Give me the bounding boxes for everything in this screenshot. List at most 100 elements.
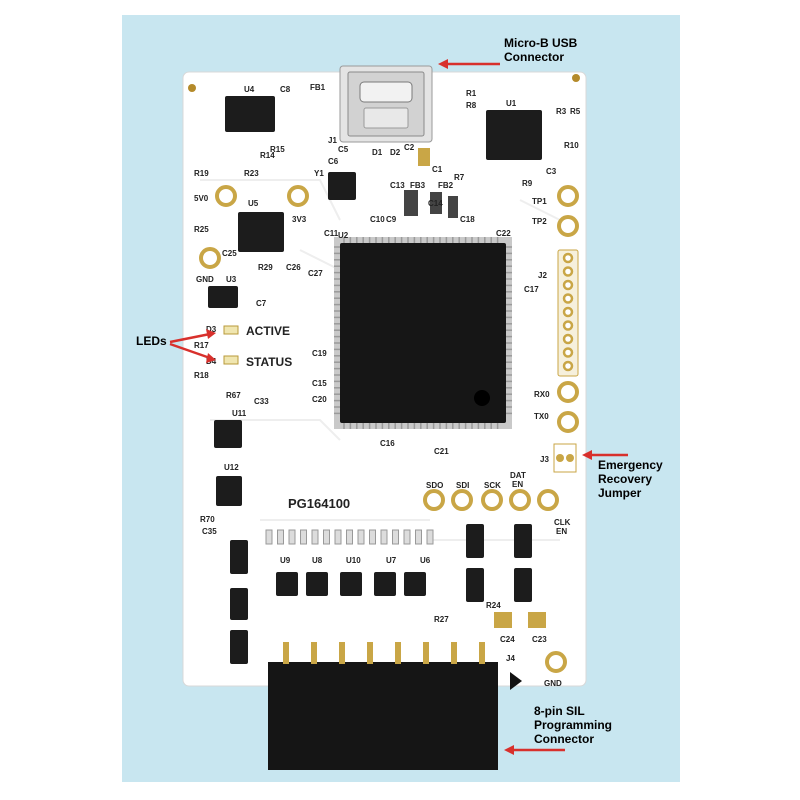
label-u8: U8: [312, 556, 323, 565]
label-j2: J2: [538, 271, 547, 280]
resistor: [311, 529, 319, 545]
chip-u9: [276, 572, 298, 596]
label-u9: U9: [280, 556, 291, 565]
label-c35: C35: [202, 527, 217, 536]
resistor: [392, 529, 399, 545]
j3-jumper: [553, 443, 577, 473]
programming-pin: [339, 642, 345, 664]
chip-u11: [214, 420, 242, 448]
test-pad: [509, 489, 531, 511]
label-c14: C14: [428, 199, 443, 208]
j2-pin: [562, 279, 574, 291]
label-c24: C24: [500, 635, 515, 644]
label-c10: C10: [370, 215, 385, 224]
label-d1: D1: [372, 148, 383, 157]
label-c16: C16: [380, 439, 395, 448]
cap-c1: [418, 148, 430, 166]
cap-c18: [448, 196, 458, 218]
label-r70: R70: [200, 515, 215, 524]
test-pad: [287, 185, 309, 207]
chip-q2: [466, 568, 484, 602]
label-d4: D4: [206, 357, 217, 366]
resistor: [277, 529, 284, 545]
label-u3: U3: [226, 275, 237, 284]
label-j1: J1: [328, 136, 337, 145]
callout-arrows: [169, 59, 628, 755]
test-pad: [557, 215, 579, 237]
programming-pin: [423, 642, 429, 664]
label-r9: R9: [522, 179, 533, 188]
resistor-row: [265, 529, 434, 545]
test-pad: [545, 651, 567, 673]
j2-pin: [562, 252, 574, 264]
main-mcu: [334, 237, 512, 429]
resistor: [426, 529, 434, 545]
pin1-marker: [510, 672, 522, 690]
programming-pin: [451, 642, 457, 664]
label-r10: R10: [564, 141, 579, 150]
label-u10: U10: [346, 556, 361, 565]
chip-q3: [514, 524, 532, 558]
chip-q7: [230, 540, 248, 574]
label-c13: C13: [390, 181, 405, 190]
label-c8: C8: [280, 85, 291, 94]
label-status: STATUS: [246, 355, 292, 369]
test-pad: [557, 381, 579, 403]
label-c22: C22: [496, 229, 511, 238]
label-c7: C7: [256, 299, 267, 308]
test-pad: [199, 247, 221, 269]
label-tx0: TX0: [534, 412, 549, 421]
j2-pin: [562, 293, 574, 304]
test-pad: [423, 489, 445, 511]
label-r15: R15: [270, 145, 285, 154]
j2-pin: [562, 347, 574, 358]
label-c9: C9: [386, 215, 397, 224]
label-3v3: 3V3: [292, 215, 307, 224]
cap-c24: [494, 612, 512, 628]
label-c11: C11: [324, 229, 339, 238]
chip-q5: [230, 588, 248, 620]
chip-u3: [208, 286, 238, 308]
label-r67: R67: [226, 391, 241, 400]
label-sdi: SDI: [456, 481, 469, 490]
label-sdo: SDO: [426, 481, 443, 490]
j2-pins: [562, 252, 574, 372]
label-tp2: TP2: [532, 217, 547, 226]
label-fb3: FB3: [410, 181, 426, 190]
programming-pin: [395, 642, 401, 664]
label-r23: R23: [244, 169, 259, 178]
programming-pin: [283, 642, 289, 664]
resistor: [380, 529, 388, 545]
label-u7: U7: [386, 556, 397, 565]
label-c23: C23: [532, 635, 547, 644]
callout-programming: 8-pin SIL Programming Connector: [534, 704, 613, 746]
label-r14: R14: [260, 151, 275, 160]
callout-usb: Micro-B USB Connector: [504, 36, 578, 64]
j2-pin: [562, 306, 574, 318]
chip-y1: [328, 172, 356, 200]
chip-q4: [466, 524, 484, 558]
programming-connector: [268, 662, 498, 770]
label-r27: R27: [434, 615, 449, 624]
label-u11: U11: [232, 409, 247, 418]
cap-c23: [528, 612, 546, 628]
programming-pins: [283, 642, 485, 664]
chip-u8: [306, 572, 328, 596]
programming-pin: [367, 642, 373, 664]
resistor: [415, 529, 422, 545]
label-r8: R8: [466, 101, 477, 110]
resistor: [369, 529, 376, 545]
label-tp1: TP1: [532, 197, 547, 206]
test-pad: [215, 185, 237, 207]
resistor: [288, 529, 296, 545]
j2-pin: [562, 266, 574, 277]
led-d4: [223, 355, 239, 365]
label-d2: D2: [390, 148, 401, 157]
resistor: [300, 529, 307, 545]
label-c6: C6: [328, 157, 339, 166]
mcu-pins: [334, 237, 512, 429]
label-u1: U1: [506, 99, 517, 108]
test-pad: [481, 489, 503, 511]
